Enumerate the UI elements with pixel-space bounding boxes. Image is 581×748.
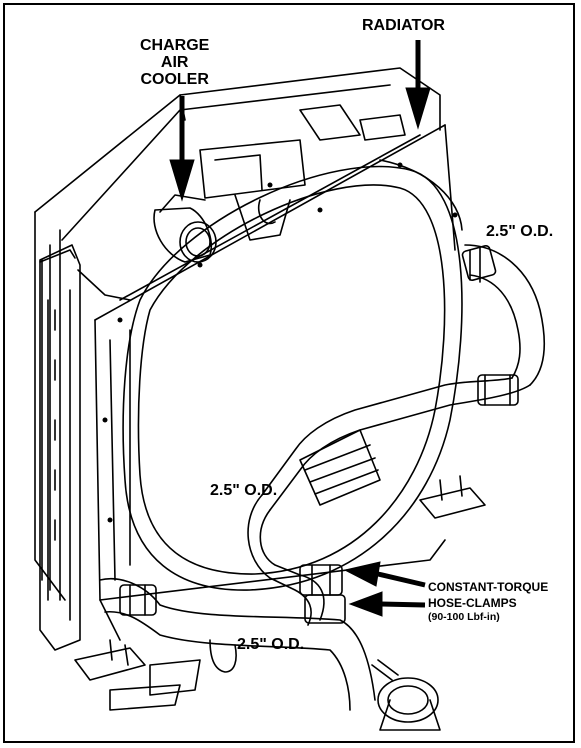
arrow-charge-air-cooler [169, 96, 195, 202]
arrow-clamp-lower [348, 591, 426, 617]
charge-air-cooler-label-line-3: COOLER [140, 70, 209, 88]
hose-clamps-label-line-2: HOSE-CLAMPS [428, 595, 517, 610]
od-label-upper-right: 2.5" O.D. [486, 223, 554, 240]
od-label-middle: 2.5" O.D. [210, 482, 278, 499]
hose-clamp-lower [304, 594, 346, 624]
radiator-label: RADIATOR [362, 17, 445, 34]
cooler-outlet-pipe [153, 194, 217, 263]
mounting-feet [74, 475, 486, 711]
charge-air-cooler-label-line-1: CHARGE [140, 37, 210, 54]
label-arrows [169, 40, 431, 617]
lower-center-hose [247, 494, 346, 626]
arrow-clamp-upper [343, 561, 426, 588]
charge-air-cooler-label-line-2: AIR [160, 53, 189, 71]
hose-clamps-label-line-3: (90-100 Lbf-in) [428, 611, 500, 624]
charge-air-cooler-label: CHARGE AIR COOLER [140, 37, 210, 88]
bottom-outlet-flange [371, 659, 441, 731]
hose-clamps-label: CONSTANT-TORQUE HOSE-CLAMPS (90-100 Lbf-… [428, 581, 548, 623]
charge-air-cooler-core [34, 67, 441, 601]
hose-clamps-label-line-1: CONSTANT-TORQUE [428, 580, 549, 594]
od-label-bottom: 2.5" O.D. [237, 636, 305, 653]
diagram-frame [3, 3, 575, 743]
upper-right-hose [461, 244, 546, 386]
top-bracket [199, 104, 406, 241]
middle-hose [261, 374, 531, 511]
fan-shroud [122, 159, 463, 591]
arrow-radiator [405, 40, 431, 130]
left-side-tank [39, 244, 81, 651]
bottom-hose [99, 578, 376, 711]
radiator-frame [77, 124, 456, 641]
fastener-dots [102, 162, 458, 523]
